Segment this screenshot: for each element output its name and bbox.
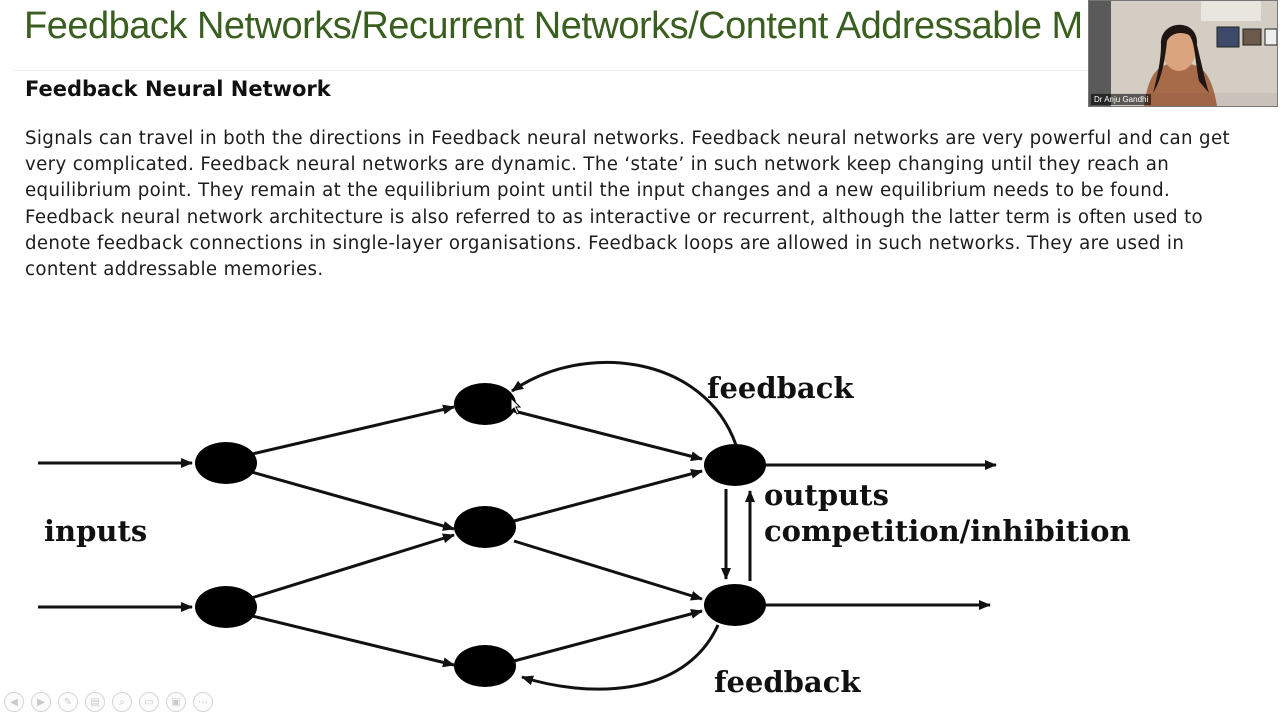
input-node-2	[195, 586, 257, 628]
hidden-node-1	[454, 383, 516, 425]
label-feedback-bottom: feedback	[714, 665, 861, 699]
section-heading: Feedback Neural Network	[25, 77, 331, 101]
slideshow-toolbar: ◀ ▶ ✎ ▤ ⌕ ▭ ▣ ⋯	[4, 692, 213, 716]
feedback-loop-top	[511, 360, 738, 446]
mouse-cursor-icon	[510, 397, 522, 415]
edge-i1-h2	[247, 469, 455, 531]
output-node-2	[704, 584, 766, 626]
slide-title: Feedback Networks/Recurrent Networks/Con…	[24, 5, 1083, 47]
edge-i2-h2	[247, 533, 455, 601]
edge-h1-o1	[513, 409, 703, 462]
edge-h2-o2	[513, 539, 703, 601]
input-node-1	[195, 442, 257, 484]
webcam-video-frame	[1089, 1, 1277, 106]
label-inputs: inputs	[44, 514, 147, 548]
webcam-video-tile[interactable]: Dr Anju Gandhi	[1088, 0, 1278, 107]
edge-i2-h3	[247, 613, 455, 668]
hidden-node-3	[454, 645, 516, 687]
more-icon[interactable]: ⋯	[193, 692, 213, 712]
pen-icon[interactable]: ✎	[58, 692, 78, 712]
edge-h3-o2	[513, 608, 703, 663]
feedback-network-diagram: feedback inputs outputs competition/inhi…	[38, 360, 1131, 699]
subtitles-icon[interactable]: ▭	[139, 692, 159, 712]
zoom-icon[interactable]: ⌕	[112, 692, 132, 712]
edge-i1-h1	[247, 404, 455, 457]
feedback-loop-bottom	[521, 624, 720, 691]
output-node-1	[704, 444, 766, 486]
body-paragraph: Signals can travel in both the direction…	[25, 128, 1230, 281]
hidden-node-2	[454, 506, 516, 548]
next-icon[interactable]: ▶	[31, 692, 51, 712]
previous-icon[interactable]: ◀	[4, 692, 24, 712]
label-competition-inhibition: competition/inhibition	[764, 514, 1131, 548]
camera-icon[interactable]: ▣	[166, 692, 186, 712]
label-outputs: outputs	[764, 478, 889, 512]
edge-h2-o1	[513, 468, 703, 523]
slides-icon[interactable]: ▤	[85, 692, 105, 712]
participant-name-label: Dr Anju Gandhi	[1091, 94, 1152, 105]
label-feedback-top: feedback	[707, 371, 854, 405]
